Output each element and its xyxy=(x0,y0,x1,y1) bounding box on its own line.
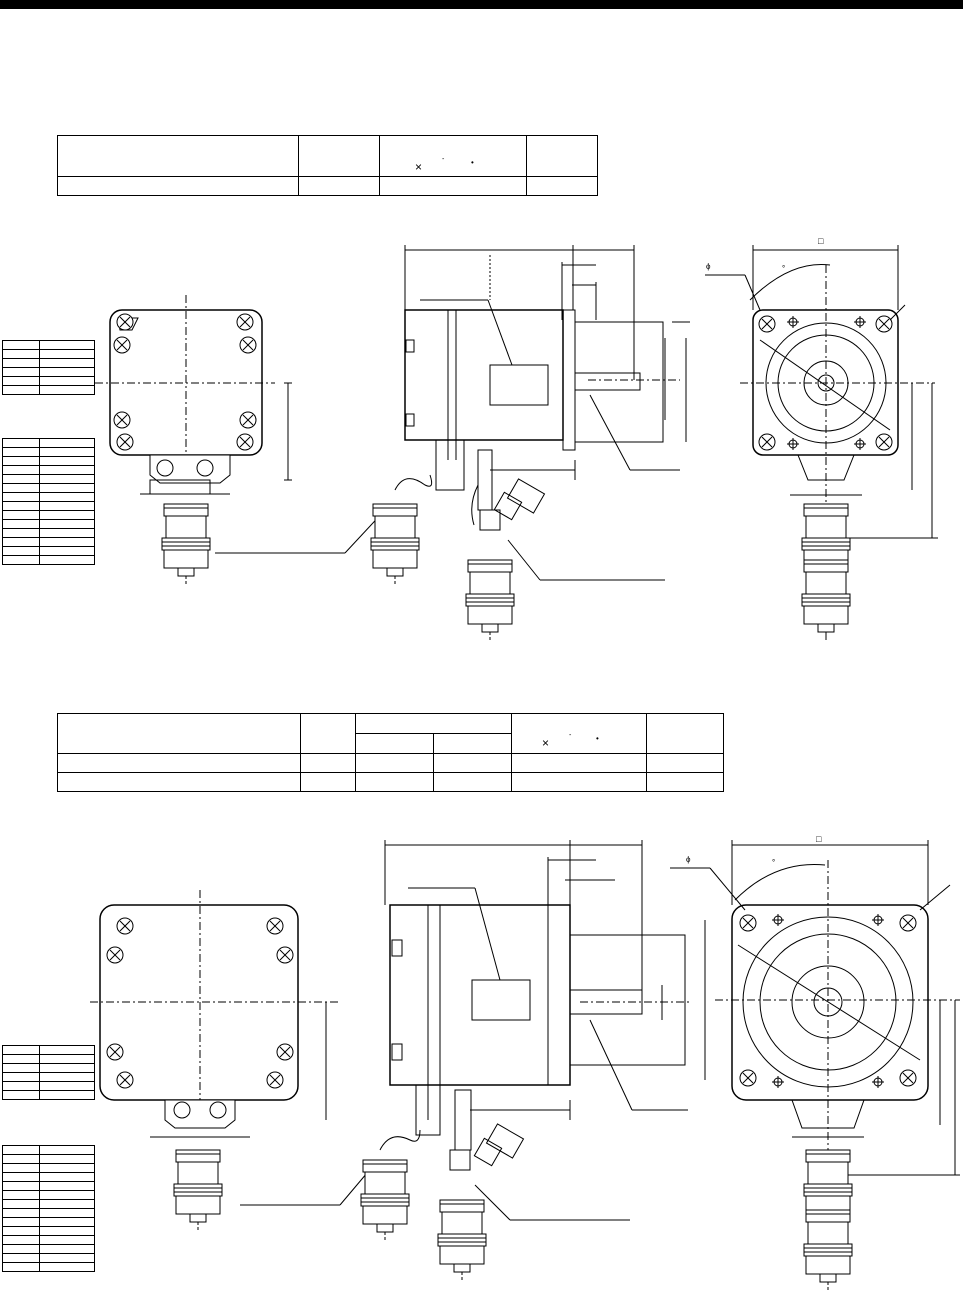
pin-table-1a xyxy=(2,340,95,395)
table-row xyxy=(2,1090,95,1100)
pin-table-2b xyxy=(2,1145,95,1272)
degree-mark: ° xyxy=(772,858,776,867)
table-row xyxy=(2,385,95,395)
pin-table-1b xyxy=(2,438,95,565)
table-cell xyxy=(646,772,724,792)
side-view-2 xyxy=(360,840,706,1283)
front-view-2 xyxy=(90,890,379,1233)
table-row xyxy=(58,733,724,754)
degree-mark: ° xyxy=(782,264,786,273)
front-view-1 xyxy=(95,295,386,587)
mass-mark: × xyxy=(415,160,423,174)
table-row xyxy=(57,176,598,196)
dot-mark: • xyxy=(471,158,474,167)
spec-table-2: × - • xyxy=(57,713,724,792)
table-cell xyxy=(57,713,301,754)
side-view-1 xyxy=(370,245,690,643)
table-row xyxy=(57,772,724,792)
header-bar xyxy=(0,0,963,9)
table-cell: × - • xyxy=(511,713,647,754)
table-row: × - • xyxy=(57,135,598,177)
table-row xyxy=(57,753,724,773)
flange-view-2 xyxy=(670,840,960,1293)
square-symbol: □ xyxy=(816,834,822,844)
table-row: × - • xyxy=(57,713,724,754)
phi-symbol: ϕ xyxy=(686,855,691,864)
table-cell: × - • xyxy=(379,135,527,177)
table-row xyxy=(2,555,95,565)
table-cell xyxy=(526,135,598,177)
dot-mark: - xyxy=(442,156,445,163)
dot-mark: • xyxy=(596,734,599,743)
table-cell xyxy=(526,176,598,196)
dot-mark: - xyxy=(569,732,572,739)
table-cell xyxy=(646,713,724,754)
table-cell xyxy=(300,713,356,754)
spec-table-1: × - • xyxy=(57,135,598,196)
flange-view-1 xyxy=(705,245,938,643)
square-symbol: □ xyxy=(818,236,824,246)
phi-symbol: ϕ xyxy=(706,262,711,271)
table-row xyxy=(2,1262,95,1272)
mass-mark: × xyxy=(542,736,550,750)
pin-table-2a xyxy=(2,1045,95,1100)
